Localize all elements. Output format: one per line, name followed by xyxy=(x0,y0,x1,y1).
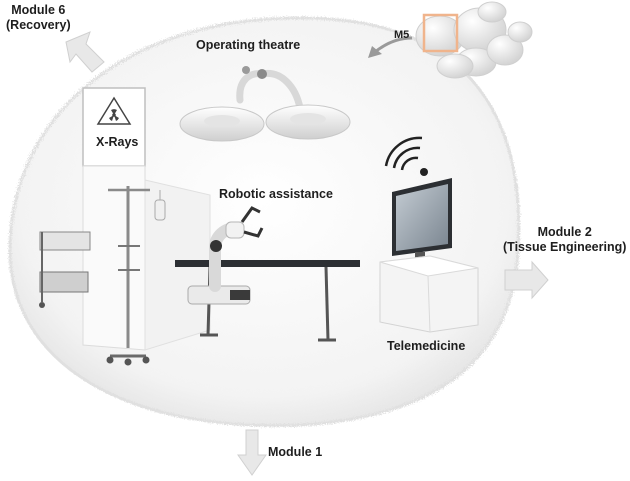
module1-label: Module 1 xyxy=(268,445,322,459)
module6-arrow xyxy=(65,31,105,73)
radiation-warning-icon xyxy=(96,96,132,125)
telemedicine-monitor xyxy=(379,178,479,333)
m5-highlight-box xyxy=(422,13,459,53)
telemedicine-label: Telemedicine xyxy=(387,339,465,353)
m5-dome-cluster xyxy=(415,1,533,79)
module2-label: Module 2 (Tissue Engineering) xyxy=(503,225,627,254)
m5-label: M5 xyxy=(394,29,409,41)
module2-arrow xyxy=(504,260,549,300)
wifi-signal-icon xyxy=(384,136,428,176)
m5-arrow xyxy=(368,36,413,58)
surgical-lights xyxy=(179,66,351,142)
iv-stand xyxy=(106,186,166,366)
operating-theatre-label: Operating theatre xyxy=(196,38,300,52)
robotic-arm xyxy=(187,206,264,305)
module1-arrow xyxy=(237,429,267,476)
module6-label: Module 6 (Recovery) xyxy=(6,3,71,32)
instrument-trolley xyxy=(39,231,91,308)
robotic-assistance-label: Robotic assistance xyxy=(219,187,333,201)
xrays-label: X-Rays xyxy=(96,135,138,149)
